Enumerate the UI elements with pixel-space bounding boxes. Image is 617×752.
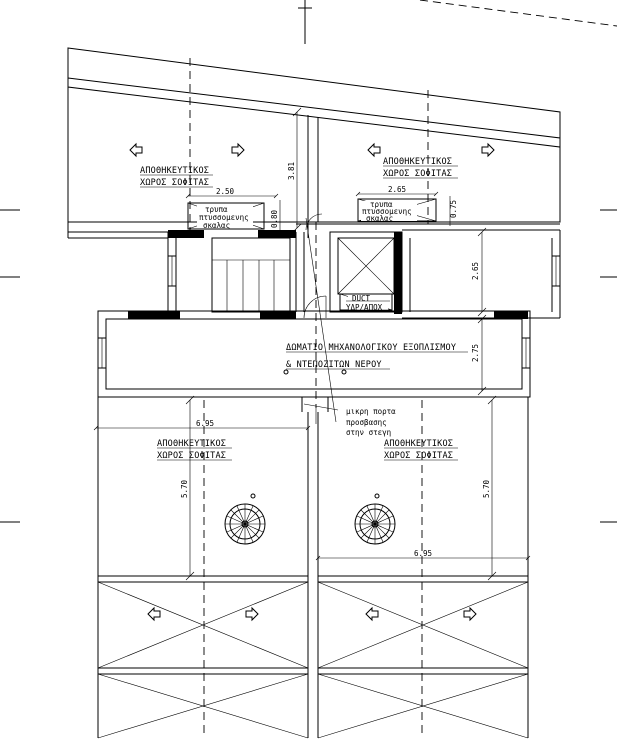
svg-text:σκαλας: σκαλας <box>203 221 230 230</box>
top-context-lines <box>0 0 617 523</box>
svg-text:2.65: 2.65 <box>388 185 406 194</box>
storage-bottom-left-line2: ΧΩΡΟΣ ΣΟΦΙΤΑΣ <box>157 451 226 461</box>
left-arrow-icon <box>367 142 381 158</box>
svg-text:0.75: 0.75 <box>449 200 458 218</box>
svg-text:ΥΔΡ/ΑΠΟΧ: ΥΔΡ/ΑΠΟΧ <box>346 303 383 312</box>
svg-text:σκαλας: σκαλας <box>366 214 393 223</box>
bottom-wing: 6.95 5.70 5.70 6.95 <box>93 395 531 738</box>
folding-stair-hatch-left: 2.50 τρυπα πτυσσομενης σκαλας 0.80 <box>185 187 281 232</box>
storage-top-right-line1: ΑΠΟΘΗΚΕΥΤΙΚΟΣ <box>383 157 452 167</box>
right-arrow-icon <box>245 606 259 622</box>
mechanical-room-line1: ΔΩΜΑΤΙΟ ΜΗΧΑΝΟΛΟΓΙΚΟΥ ΕΞΟΠΛΙΣΜΟΥ <box>286 343 456 353</box>
svg-text:2.75: 2.75 <box>471 344 480 362</box>
spiral-stair-icon-right <box>354 493 396 545</box>
mechanical-room-line2: & ΝΤΕΠΟΖΙΤΩΝ ΝΕΡΟΥ <box>286 360 382 370</box>
svg-text:2.65: 2.65 <box>471 262 480 280</box>
storage-bottom-right-line2: ΧΩΡΟΣ ΣΟΦΙΤΑΣ <box>384 451 453 461</box>
svg-text:3.81: 3.81 <box>287 162 296 180</box>
storage-bottom-right-line1: ΑΠΟΘΗΚΕΥΤΙΚΟΣ <box>384 439 453 449</box>
svg-text:DUCT: DUCT <box>352 294 371 303</box>
svg-text:πτυσσομενης: πτυσσομενης <box>199 213 249 222</box>
roof-panels <box>97 575 529 739</box>
svg-text:μικρη πορτα: μικρη πορτα <box>346 407 396 416</box>
right-arrow-icon <box>481 142 495 158</box>
storage-top-left-line2: ΧΩΡΟΣ ΣΟΦΙΤΑΣ <box>140 178 209 188</box>
left-arrow-icon <box>129 142 143 158</box>
stair-core <box>128 213 327 319</box>
spiral-stair-icon-left <box>224 493 266 545</box>
folding-stair-hatch-right: 2.65 τρυπα πτυσσομενης σκαλας 0.75 <box>355 185 458 226</box>
svg-text:6.95: 6.95 <box>196 419 214 428</box>
right-arrow-icon <box>463 606 477 622</box>
svg-text:5.70: 5.70 <box>482 479 491 498</box>
left-arrow-icon <box>365 606 379 622</box>
storage-top-left-line1: ΑΠΟΘΗΚΕΥΤΙΚΟΣ <box>140 166 209 176</box>
storage-top-right-line2: ΧΩΡΟΣ ΣΟΦΙΤΑΣ <box>383 169 452 179</box>
svg-text:0.80: 0.80 <box>270 209 279 228</box>
duct-shaft: DUCT ΥΔΡ/ΑΠΟΧ <box>329 231 403 314</box>
left-arrow-icon <box>147 606 161 622</box>
svg-text:προσβασης: προσβασης <box>346 418 387 427</box>
svg-text:στην στεγη: στην στεγη <box>346 428 391 437</box>
storage-bottom-left-line1: ΑΠΟΘΗΚΕΥΤΙΚΟΣ <box>157 439 226 449</box>
svg-text:πτυσσομενης: πτυσσομενης <box>362 207 412 216</box>
right-small-room: 2.65 <box>402 227 561 319</box>
arrow-icon-group-bottom <box>147 606 477 622</box>
mechanical-room: 2.75 <box>97 310 531 412</box>
svg-text:2.50: 2.50 <box>216 187 235 196</box>
small-door-note: μικρη πορτα προσβασης στην στεγη <box>303 403 396 437</box>
svg-text:5.70: 5.70 <box>180 479 189 498</box>
right-arrow-icon <box>231 142 245 158</box>
svg-text:τρυπα: τρυπα <box>370 200 393 209</box>
arrow-icon-group-top <box>129 142 495 158</box>
top-attic-wing <box>67 47 561 239</box>
svg-text:6.95: 6.95 <box>414 549 432 558</box>
dimension-3-81: 3.81 <box>287 107 302 233</box>
svg-text:τρυπα: τρυπα <box>205 205 228 214</box>
